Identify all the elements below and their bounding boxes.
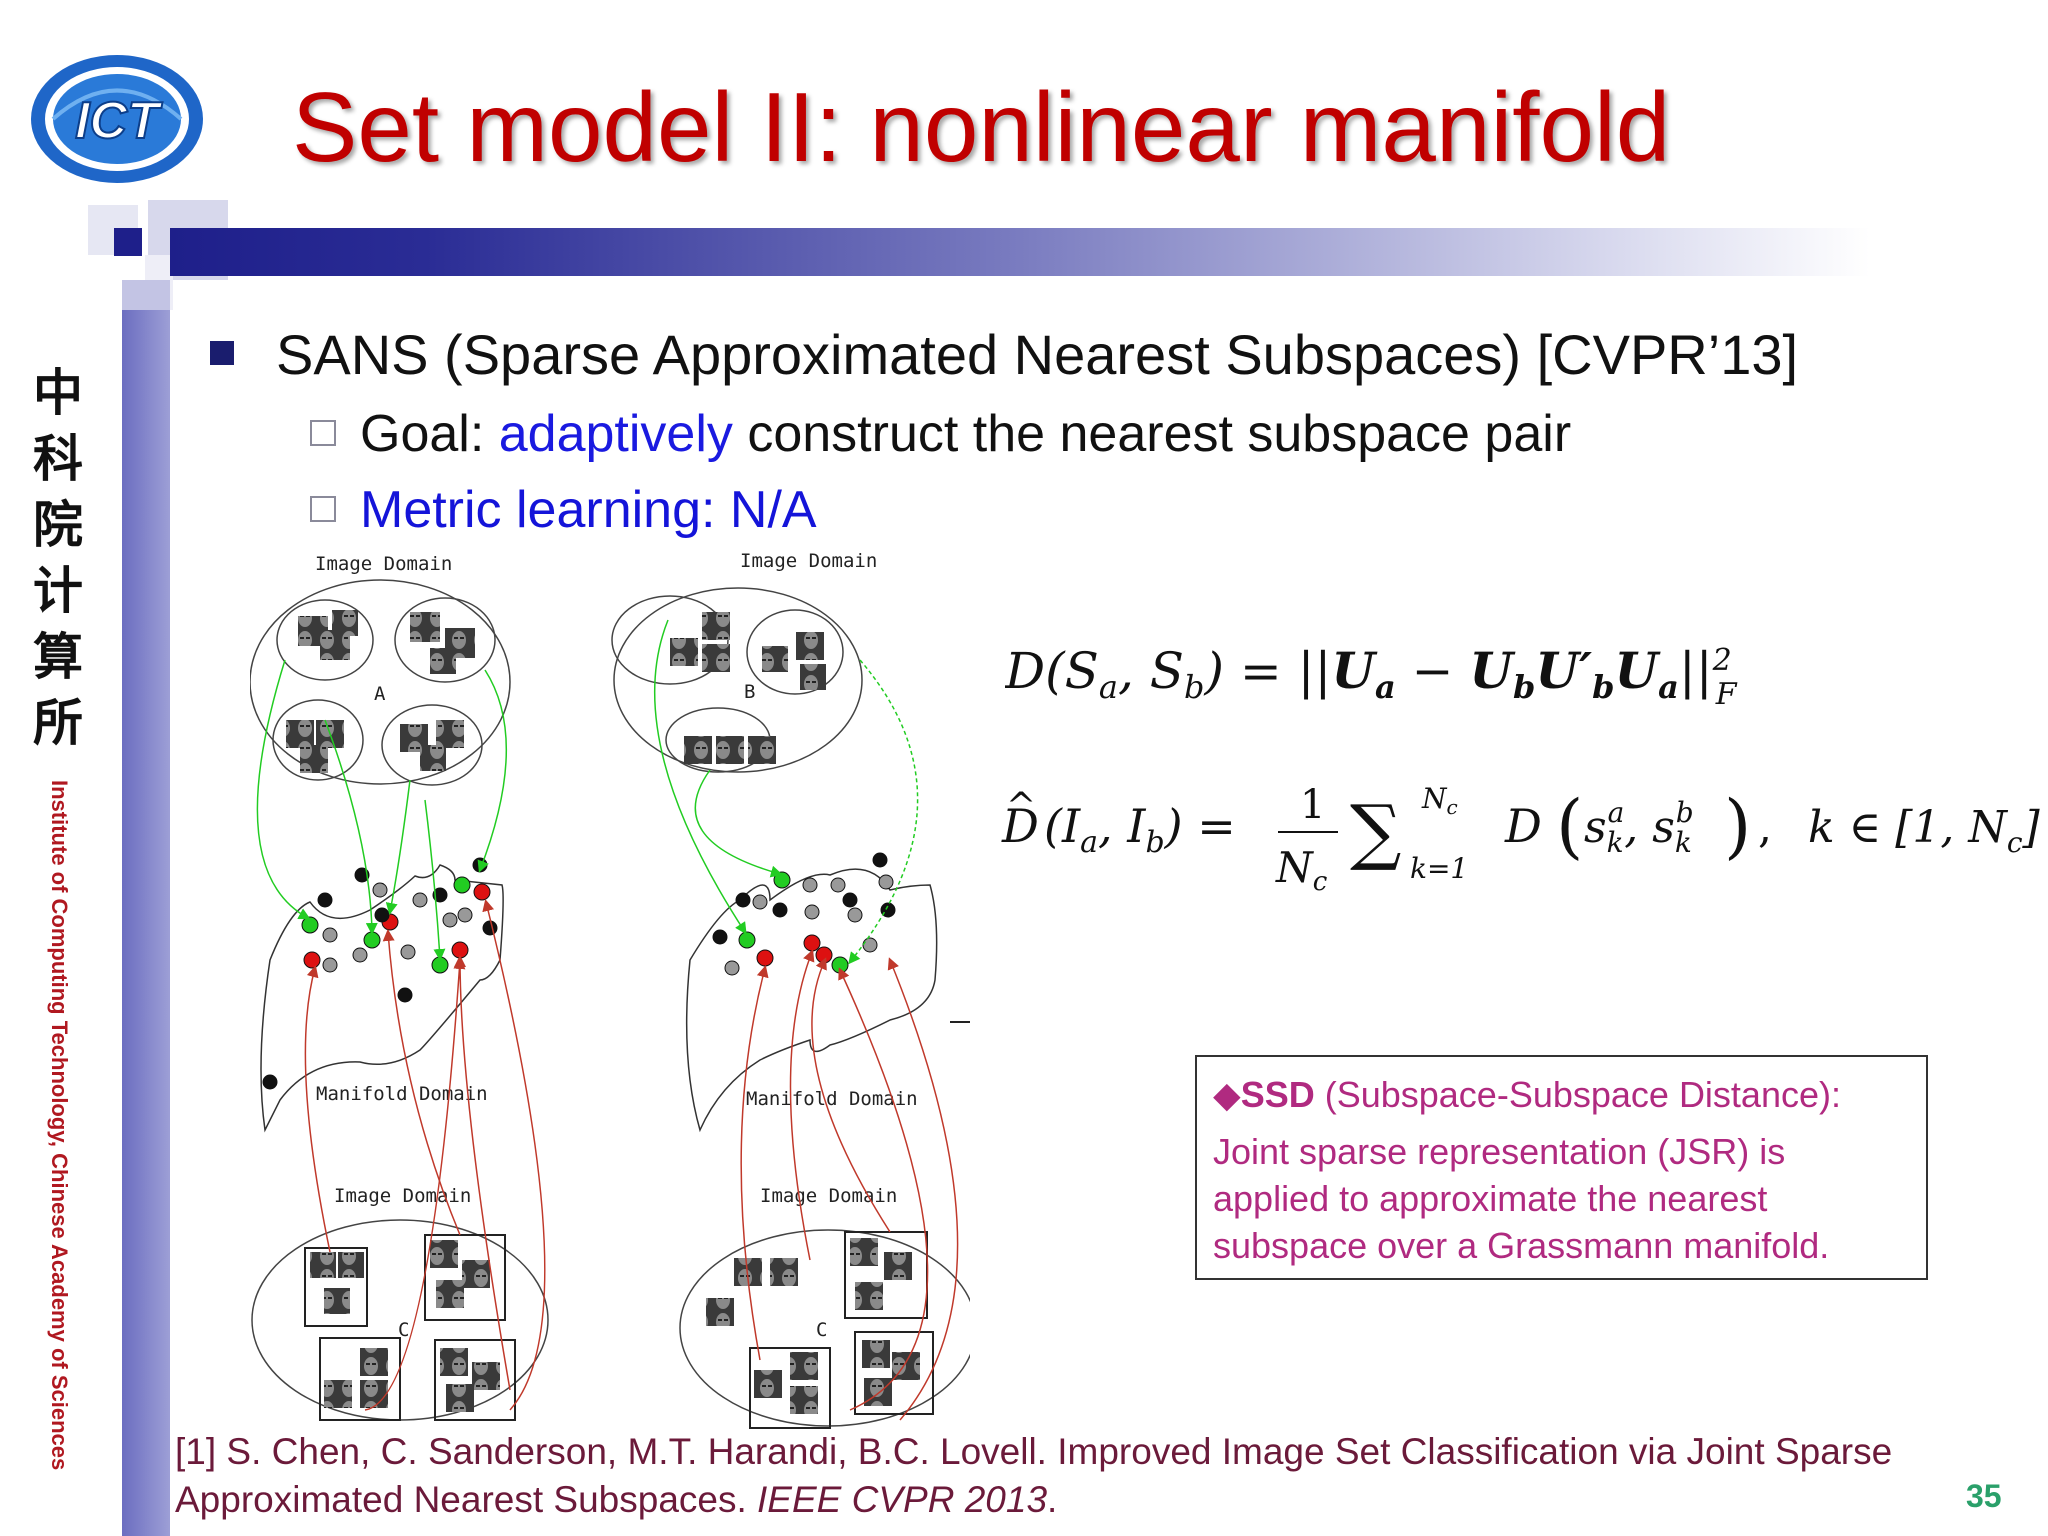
- svg-text:D: D: [1504, 799, 1542, 853]
- manifold-domain-label: Manifold Domain: [746, 1088, 918, 1110]
- reference-venue: IEEE CVPR 2013: [757, 1479, 1048, 1520]
- set-b-label: B: [744, 681, 755, 703]
- set-c-label: C: [398, 1319, 409, 1341]
- goal-suffix: construct the nearest subspace pair: [732, 405, 1572, 463]
- header-gradient-bar: [170, 228, 1870, 276]
- svg-text:,: ,: [1758, 802, 1772, 853]
- set-c-label: C: [816, 1319, 827, 1341]
- svg-text:(: (: [1556, 785, 1583, 867]
- svg-text:Nc: Nc: [1275, 843, 1328, 897]
- image-domain-label: Image Domain: [760, 1185, 897, 1207]
- callout-body: Joint sparse representation (JSR) is app…: [1213, 1131, 1830, 1266]
- diamond-bullet-icon: ◆: [1213, 1074, 1241, 1115]
- bullet-goal: Goal: adaptively construct the nearest s…: [310, 404, 1571, 464]
- ict-logo: ICT: [31, 55, 203, 183]
- goal-highlight: adaptively: [498, 405, 733, 463]
- svg-text:Nc: Nc: [1421, 782, 1458, 819]
- bullet-metric: Metric learning: N/A: [310, 480, 817, 540]
- callout-heading: ◆SSD (Subspace-Subspace Distance):: [1213, 1071, 1910, 1118]
- callout-heading-rest: (Subspace-Subspace Distance):: [1314, 1074, 1841, 1115]
- reference-text: [1] S. Chen, C. Sanderson, M.T. Harandi,…: [175, 1431, 1893, 1520]
- equation-set-distance: D ^ (Ia, Ib) = 1 Nc ∑ Nc k=1 D ( ska, sk…: [1000, 770, 2041, 912]
- ssd-callout-box: ◆SSD (Subspace-Subspace Distance): Joint…: [1195, 1055, 1928, 1280]
- svg-text:): ): [1724, 785, 1751, 867]
- slide-title: Set model II: nonlinear manifold: [292, 72, 1671, 182]
- bullet-main-text: SANS (Sparse Approximated Nearest Subspa…: [276, 323, 1799, 386]
- square-bullet-icon: [210, 341, 234, 366]
- svg-text:(Ia, Ib) =: (Ia, Ib) =: [1044, 799, 1236, 860]
- svg-text:ska, skb: ska, skb: [1584, 796, 1694, 859]
- sans-diagram: Image Domain Image Domain Manifold Domai…: [250, 550, 970, 1429]
- image-domain-label: Image Domain: [740, 550, 877, 572]
- sidebar-chinese-name: 中 科 院 计 算 所: [33, 363, 83, 752]
- callout-ssd: SSD: [1240, 1074, 1315, 1115]
- logo-text: ICT: [75, 92, 163, 150]
- deco-block: [114, 228, 142, 256]
- svg-text:D(Sa, Sb) = ||Ua − UbU′bUa||2F: D(Sa, Sb) = ||Ua − UbU′bUa||2F: [1005, 641, 1738, 710]
- image-domain-label: Image Domain: [315, 553, 452, 575]
- svg-text:^: ^: [1006, 786, 1036, 827]
- sidebar-institute-name: Institute of Computing Technology, Chine…: [47, 780, 72, 1471]
- hollow-square-bullet-icon: [310, 496, 336, 523]
- goal-prefix: Goal:: [360, 405, 499, 463]
- svg-text:k=1: k=1: [1410, 852, 1468, 885]
- page-number: 35: [1966, 1478, 2002, 1514]
- svg-text:k ∈ [1, Nc]: k ∈ [1, Nc]: [1808, 802, 2040, 859]
- side-gradient-bar: [122, 310, 170, 1536]
- metric-text: Metric learning: N/A: [360, 481, 817, 539]
- hollow-square-bullet-icon: [310, 420, 336, 447]
- manifold-domain-label: Manifold Domain: [316, 1083, 488, 1105]
- reference-citation: [1] S. Chen, C. Sanderson, M.T. Harandi,…: [175, 1428, 1935, 1524]
- image-domain-label: Image Domain: [334, 1185, 471, 1207]
- set-a-label: A: [374, 683, 386, 705]
- reference-end: .: [1047, 1479, 1058, 1520]
- equation-set-distance-svg: D ^ (Ia, Ib) = 1 Nc ∑ Nc k=1 D ( ska, sk…: [1001, 782, 2041, 897]
- svg-text:D: D: [1001, 799, 1039, 853]
- svg-text:1: 1: [1300, 782, 1325, 828]
- svg-text:∑: ∑: [1350, 789, 1401, 873]
- bullet-main: SANS (Sparse Approximated Nearest Subspa…: [210, 322, 1798, 387]
